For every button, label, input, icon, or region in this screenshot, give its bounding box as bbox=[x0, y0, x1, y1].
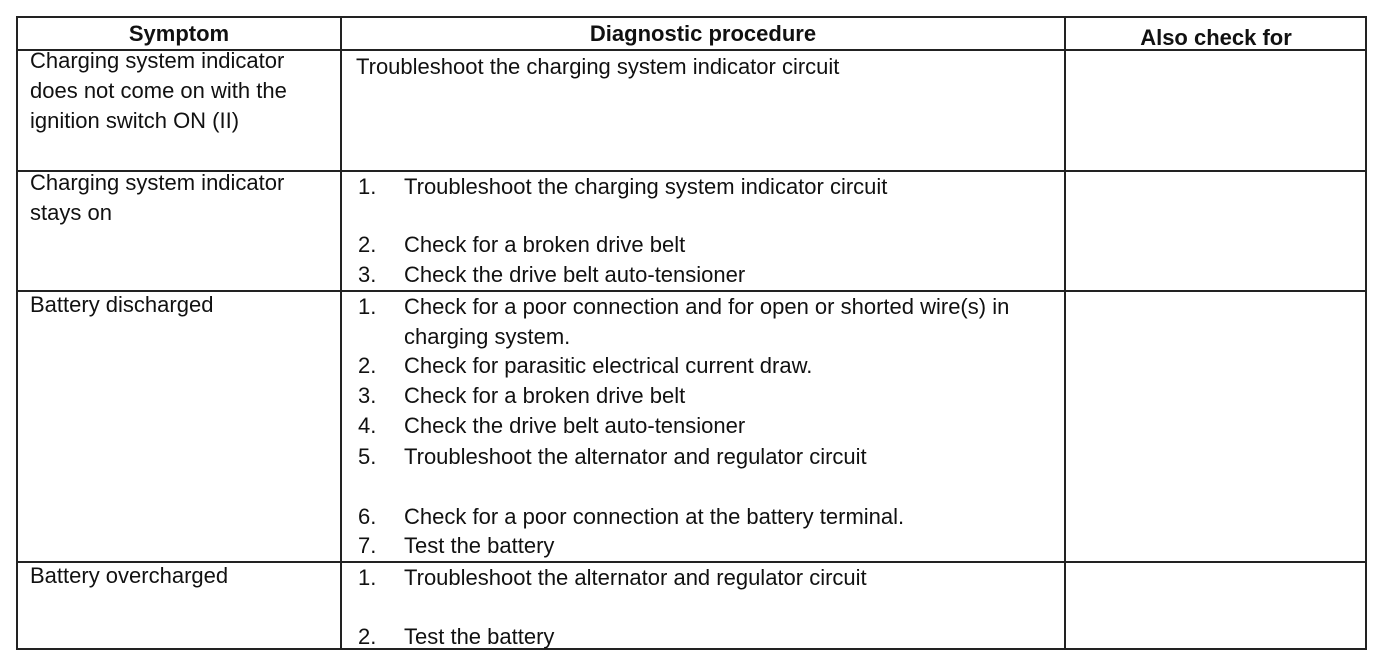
diagnostic-table: Symptom Diagnostic procedure Also check … bbox=[16, 16, 1367, 650]
step-text: Troubleshoot the alternator and regulato… bbox=[404, 565, 867, 590]
header-also-check-for: Also check for bbox=[1140, 25, 1292, 50]
step-number: 2. bbox=[358, 624, 377, 649]
header-diagnostic-procedure: Diagnostic procedure bbox=[589, 21, 817, 46]
step-number: 6. bbox=[358, 504, 377, 529]
header-divider bbox=[18, 49, 1365, 51]
step-text: Check for a poor connection and for open… bbox=[404, 294, 1010, 349]
step-text: Check for a poor connection at the batte… bbox=[404, 504, 905, 529]
symptom-cell: Battery discharged bbox=[30, 292, 214, 317]
step-text: Check the drive belt auto-tensioner bbox=[404, 262, 746, 287]
row-divider bbox=[18, 561, 1365, 563]
step-number: 3. bbox=[358, 262, 377, 287]
header-symptom: Symptom bbox=[128, 21, 230, 46]
step-number: 2. bbox=[358, 232, 377, 257]
step-number: 1. bbox=[358, 565, 377, 590]
symptom-cell: Battery overcharged bbox=[30, 563, 229, 588]
step-text: Test the battery bbox=[404, 533, 555, 558]
row-divider bbox=[18, 290, 1365, 292]
symptom-cell: Charging system indicator stays on bbox=[30, 170, 285, 225]
row-divider bbox=[18, 170, 1365, 172]
step-number: 1. bbox=[358, 294, 377, 319]
column-divider bbox=[340, 18, 342, 648]
step-number: 5. bbox=[358, 444, 377, 469]
step-number: 3. bbox=[358, 383, 377, 408]
step-number: 2. bbox=[358, 353, 377, 378]
step-text: Check for a broken drive belt bbox=[404, 232, 686, 257]
procedure-cell: Troubleshoot the charging system indicat… bbox=[356, 54, 840, 79]
symptom-cell: Charging system indicator does not come … bbox=[30, 48, 287, 133]
step-text: Check for parasitic electrical current d… bbox=[404, 353, 813, 378]
step-text: Check the drive belt auto-tensioner bbox=[404, 413, 746, 438]
step-text: Troubleshoot the charging system indicat… bbox=[404, 174, 888, 199]
step-number: 7. bbox=[358, 533, 377, 558]
step-number: 4. bbox=[358, 413, 377, 438]
step-text: Check for a broken drive belt bbox=[404, 383, 686, 408]
column-divider bbox=[1064, 18, 1066, 648]
step-text: Test the battery bbox=[404, 624, 555, 649]
step-text: Troubleshoot the alternator and regulato… bbox=[404, 444, 867, 469]
step-number: 1. bbox=[358, 174, 377, 199]
